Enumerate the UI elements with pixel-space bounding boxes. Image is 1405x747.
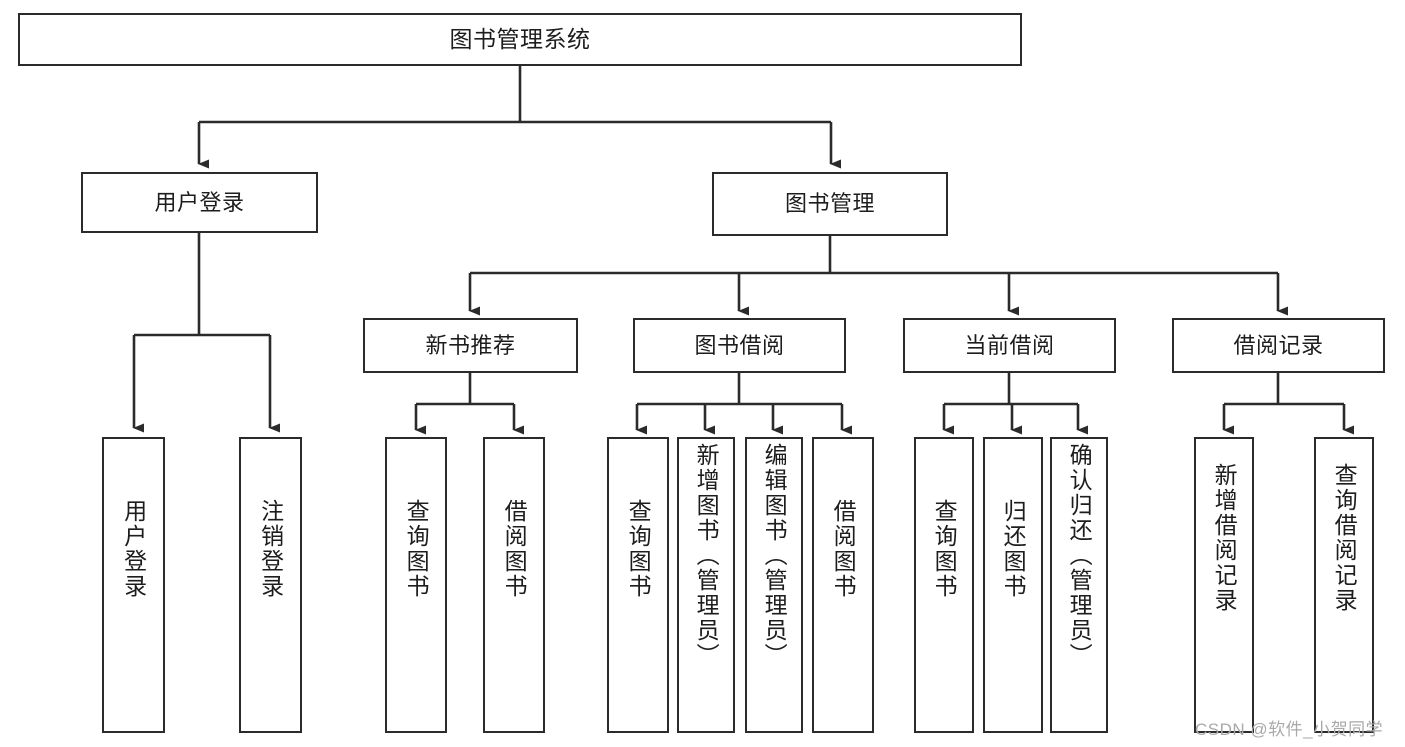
node-new-book-recommend[interactable]: 新书推荐 [363,318,578,373]
node-label: 查询图书 [403,499,430,599]
node-label: 图书管理 [784,191,875,217]
leaf-query-book-borrow[interactable]: 查询图书 [607,437,669,733]
leaf-query-book-recommend[interactable]: 查询图书 [385,437,447,733]
node-label: 当前借阅 [964,332,1055,358]
leaf-borrow-book-recommend[interactable]: 借阅图书 [483,437,545,733]
node-label: 注销登录 [257,499,284,599]
node-label: 确认归还（管理员） [1066,443,1093,668]
node-label: 查询图书 [931,499,958,599]
node-label: 借阅图书 [830,499,857,599]
leaf-borrow-book-borrow[interactable]: 借阅图书 [812,437,874,733]
node-label: 用户登录 [154,189,245,215]
node-label: 归还图书 [1000,499,1027,599]
node-book-borrow[interactable]: 图书借阅 [633,318,846,373]
node-label: 图书管理系统 [449,25,591,52]
node-label: 借阅图书 [501,499,528,599]
leaf-return-book[interactable]: 归还图书 [983,437,1043,733]
node-label: 新增图书（管理员） [693,443,720,668]
leaf-edit-book-admin[interactable]: 编辑图书（管理员） [745,437,803,733]
csdn-watermark: CSDN @软件_小贺同学 [1195,715,1383,740]
node-label: 用户登录 [120,499,147,599]
node-current-borrow[interactable]: 当前借阅 [903,318,1116,373]
leaf-query-book-current[interactable]: 查询图书 [914,437,974,733]
leaf-confirm-return-admin[interactable]: 确认归还（管理员） [1050,437,1108,733]
node-book-management[interactable]: 图书管理 [712,172,948,236]
node-label: 查询图书 [625,499,652,599]
leaf-logout-login[interactable]: 注销登录 [239,437,302,733]
node-label: 新书推荐 [425,332,516,358]
node-label: 编辑图书（管理员） [761,443,788,668]
watermark-text: CSDN @软件_小贺同学 [1195,720,1384,739]
leaf-add-book-admin[interactable]: 新增图书（管理员） [677,437,735,733]
node-label: 图书借阅 [694,332,785,358]
leaf-query-borrow-record[interactable]: 查询借阅记录 [1314,437,1374,733]
leaf-add-borrow-record[interactable]: 新增借阅记录 [1194,437,1254,733]
node-label: 借阅记录 [1233,332,1324,358]
node-borrow-record[interactable]: 借阅记录 [1172,318,1385,373]
leaf-user-login[interactable]: 用户登录 [102,437,165,733]
node-user-login[interactable]: 用户登录 [81,172,318,233]
node-label: 新增借阅记录 [1211,463,1238,613]
node-label: 查询借阅记录 [1331,463,1358,613]
node-root-book-management-system[interactable]: 图书管理系统 [18,13,1022,66]
